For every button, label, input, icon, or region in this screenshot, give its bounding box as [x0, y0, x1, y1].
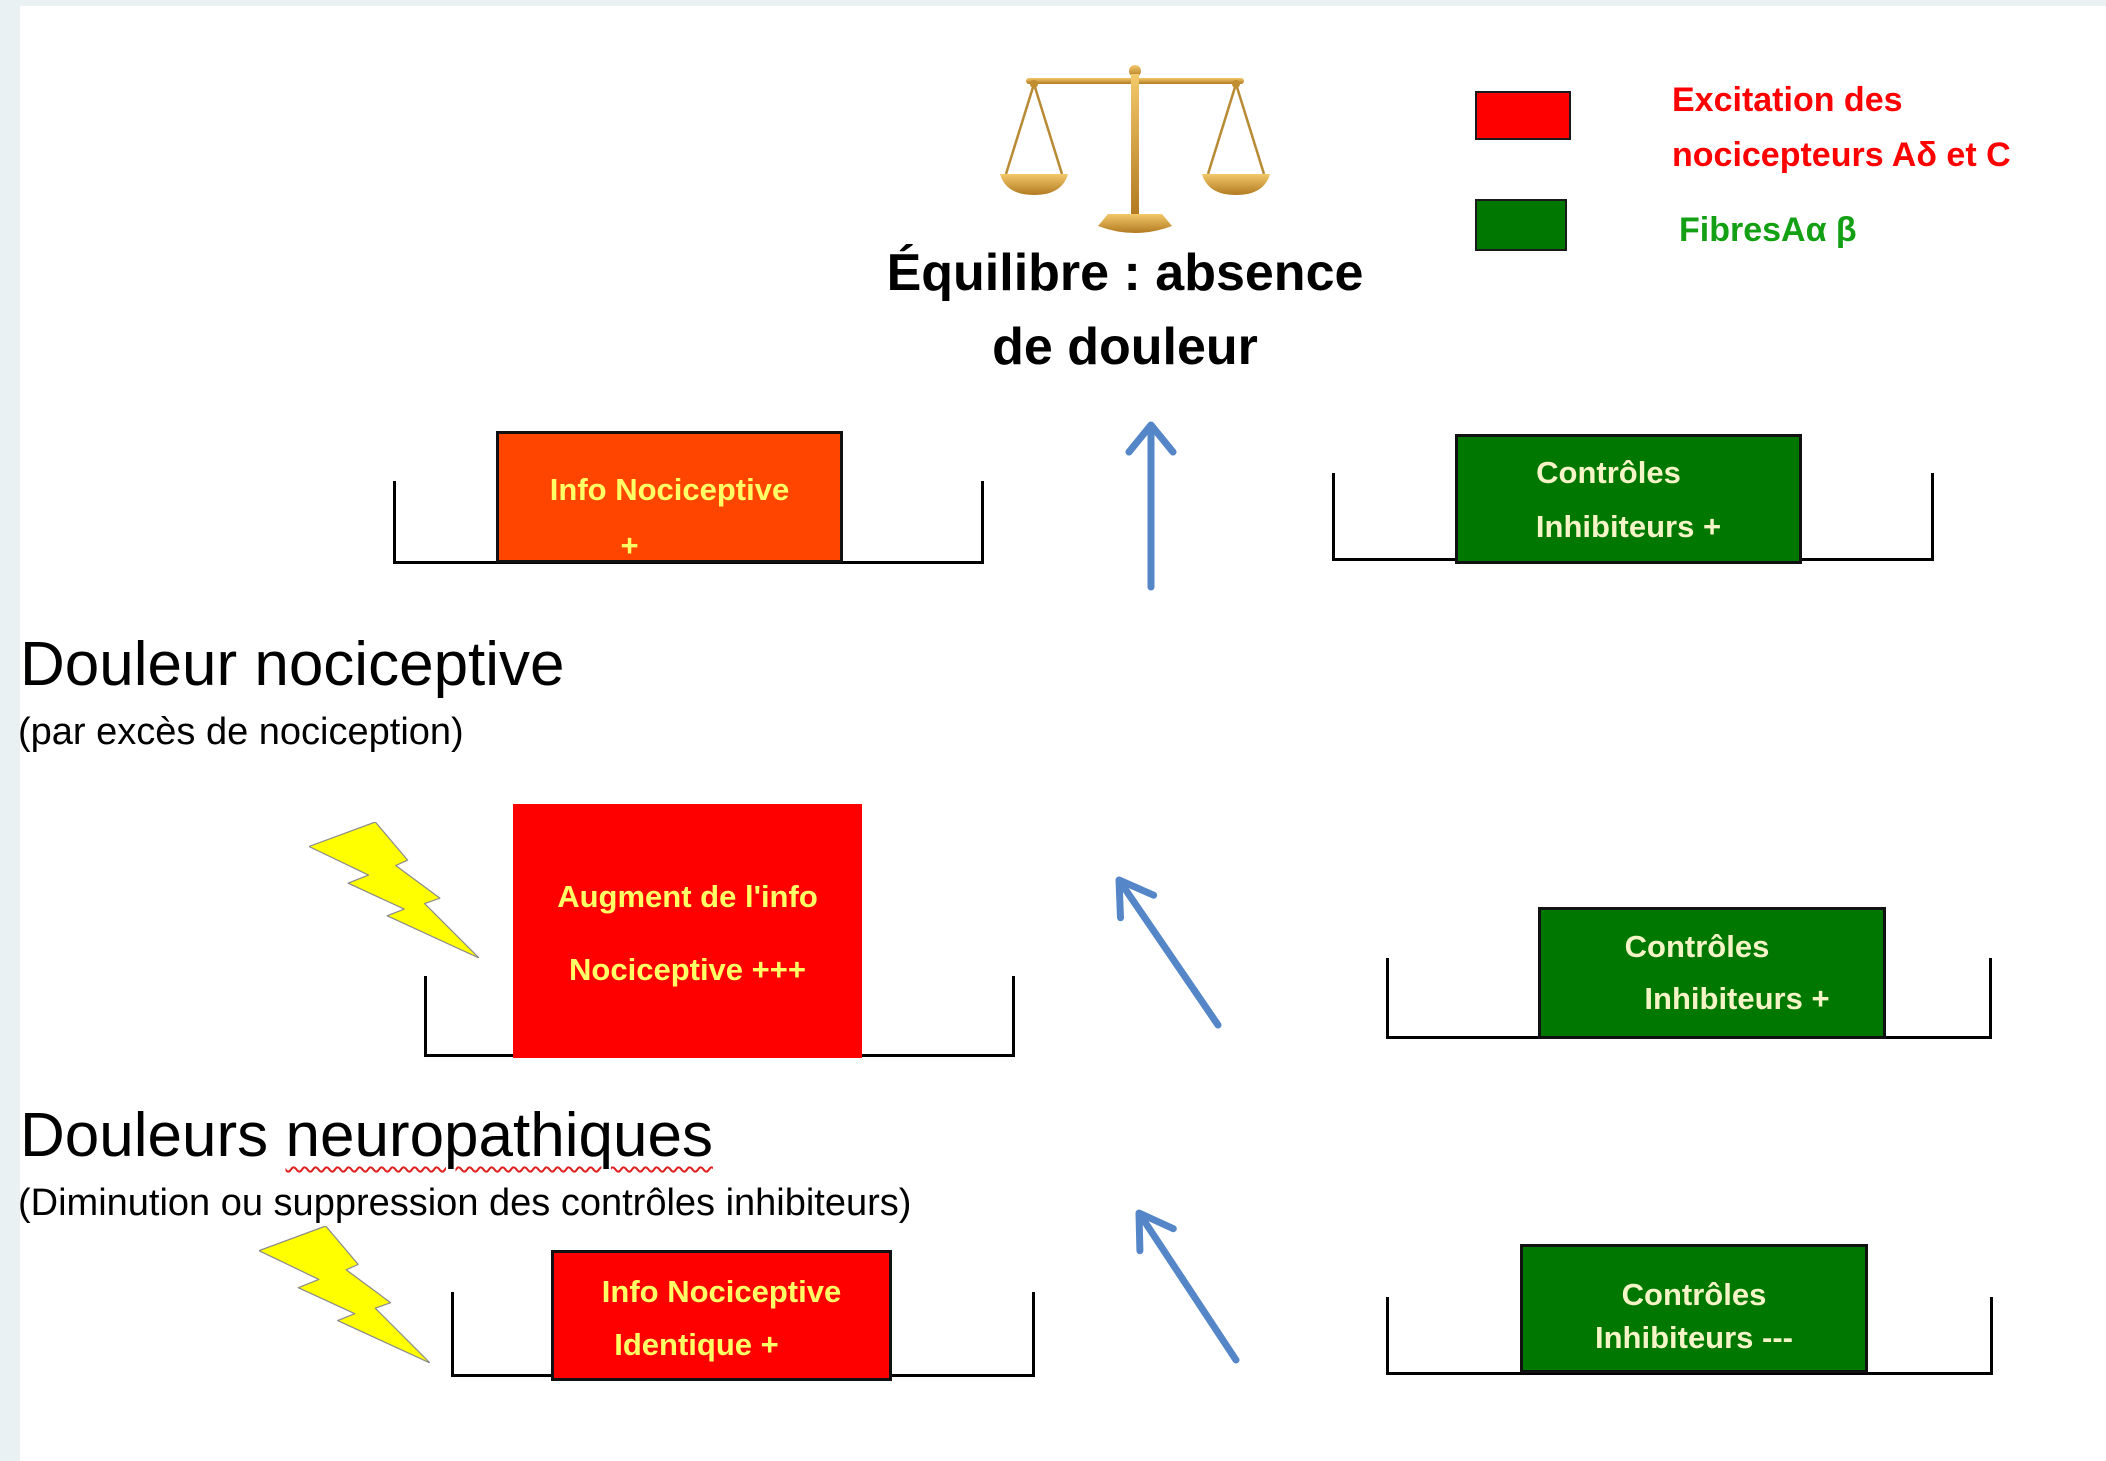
equilibrium-nociceptive-box: Info Nociceptive + [496, 431, 843, 563]
nociceptive-pain-heading: Douleur nociceptive [20, 630, 565, 699]
nociceptive-pain-inhibitory-box: Contrôles Inhibiteurs + [1538, 907, 1886, 1039]
nociceptive-pain-nociceptive-box: Augment de l'info Nociceptive +++ [513, 804, 862, 1058]
legend-label-excitation: Excitation des nocicepteurs Aδ et C [1672, 73, 2011, 183]
legend-label-excitation-line-1: Excitation des [1672, 81, 1903, 119]
title-line-1: Équilibre : absence [886, 244, 1364, 302]
neuropathic-pain-nociceptive-line-2: Identique + [614, 1327, 779, 1362]
scale-post [1131, 74, 1139, 216]
lightning-bolt-shape [259, 1226, 430, 1363]
legend-label-fibres: FibresAα β [1679, 211, 1857, 249]
nociceptive-pain-nociceptive-line-1: Augment de l'info [557, 879, 818, 914]
lightning-bolt-icon [309, 822, 479, 958]
equilibrium-nociceptive-line-2: + [620, 528, 639, 563]
neuropathic-pain-inhibitory-line-1: Contrôles [1621, 1277, 1767, 1312]
nociceptive-pain-inhibitory-line-2: Inhibiteurs + [1644, 981, 1830, 1016]
neuropathic-pain-inhibitory-box: Contrôles Inhibiteurs --- [1520, 1244, 1868, 1373]
scale-pan-left [1000, 174, 1068, 195]
title-line-2: de douleur [992, 318, 1258, 376]
scale-pan-right [1202, 174, 1270, 195]
equilibrium-title: Équilibre : absence de douleur [835, 236, 1415, 384]
scale-hook-left [1030, 80, 1038, 88]
white-panel [20, 6, 2106, 1461]
legend-swatch-excitation [1475, 91, 1571, 140]
equilibrium-inhibitory-box: Contrôles Inhibiteurs + [1455, 434, 1802, 564]
neuropathic-pain-subheading: (Diminution ou suppression des contrôles… [18, 1182, 912, 1224]
equilibrium-inhibitory-line-2: Inhibiteurs + [1535, 509, 1722, 544]
nociceptive-pain-subheading: (par excès de nociception) [18, 711, 464, 753]
legend-swatch-fibres [1475, 199, 1567, 251]
neuropathic-pain-nociceptive-line-1: Info Nociceptive [601, 1274, 842, 1309]
neuropathic-pain-inhibitory-bracket [1386, 1297, 1993, 1375]
scale-icon [1000, 65, 1270, 233]
neuropathic-pain-heading-word-2: neuropathiques [285, 1101, 713, 1170]
scale-base [1098, 214, 1172, 233]
lightning-bolt-shape [309, 822, 479, 958]
scale-hook-right [1232, 80, 1240, 88]
nociceptive-pain-inhibitory-line-1: Contrôles [1624, 929, 1770, 964]
equilibrium-nociceptive-line-1: Info Nociceptive [549, 472, 790, 507]
equilibrium-inhibitory-line-1: Contrôles [1536, 455, 1681, 490]
neuropathic-pain-heading-word-1: Douleurs [20, 1101, 269, 1170]
lightning-bolt-icon [259, 1226, 430, 1363]
nociceptive-pain-nociceptive-line-2: Nociceptive +++ [569, 952, 806, 987]
neuropathic-pain-nociceptive-box: Info Nociceptive Identique + [551, 1250, 892, 1381]
legend-label-excitation-line-2: nocicepteurs Aδ et C [1672, 136, 2011, 174]
neuropathic-pain-inhibitory-line-2: Inhibiteurs --- [1594, 1320, 1794, 1355]
scale-hangers [1004, 83, 1266, 175]
